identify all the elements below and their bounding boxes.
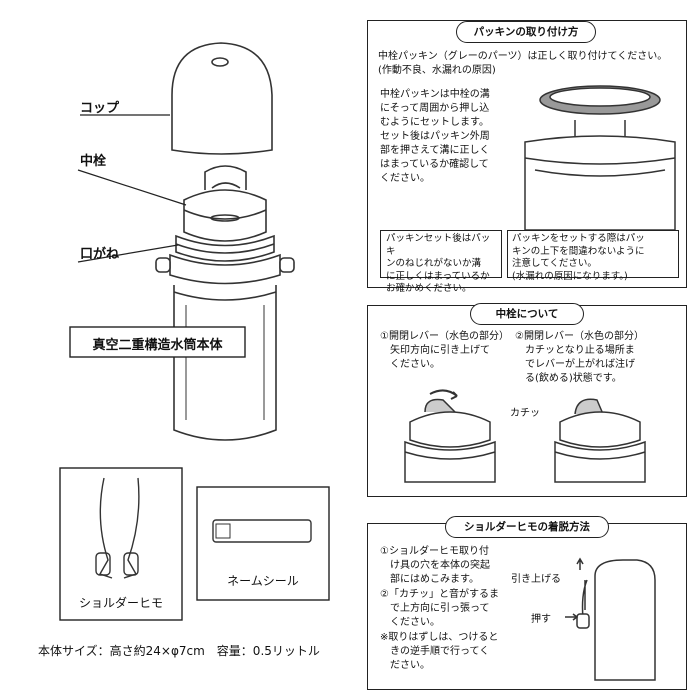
plug-step1: ①開閉レバー（水色の部分） 矢印方向に引き上げて ください。	[380, 330, 520, 372]
strap-title: ショルダーヒモの着脱方法	[445, 516, 609, 538]
body-label: 真空二重構造水筒本体	[70, 334, 245, 353]
inner-plug-shape	[205, 166, 246, 190]
plug-title: 中栓について	[470, 303, 584, 325]
packing-body: 中栓パッキンは中栓の溝 にそって周囲から押し込 むようにセットします。 セット後…	[380, 88, 520, 186]
plug-step2: ②開閉レバー（水色の部分） カチッとなり止る場所ま でレバーが上がれば注げ る(…	[515, 330, 680, 386]
plug-illustration-2	[545, 392, 655, 482]
push-label: 押す	[531, 610, 551, 625]
inner-plug-label: 中栓	[80, 150, 106, 169]
packing-note-right-text: パッキンをセットする際はパッ キンの上下を間違わないように 注意してください。 …	[512, 233, 676, 283]
name-seal-label: ネームシール	[197, 572, 329, 589]
packing-illustration	[515, 80, 685, 230]
cup-shape	[172, 43, 272, 154]
bottle-body-shape	[174, 285, 276, 440]
cup-label: コップ	[80, 97, 119, 116]
strap-step1: ①ショルダーヒモ取り付 け具の穴を本体の突起 部にはめこみます。	[380, 545, 520, 587]
packing-intro: 中栓パッキン（グレーのパーツ）は正しく取り付けてください。(作動不良、水漏れの原…	[378, 50, 680, 78]
strap-panel-label: ショルダーヒモ	[60, 594, 182, 611]
spec-text: 本体サイズ：高さ約24×φ7cm 容量：0.5リットル	[38, 642, 320, 659]
strap-step2: ②「カチッ」と音がするま で上方向に引っ張って ください。	[380, 588, 520, 630]
strap-note: ※取りはずしは、つけると きの逆手順で行ってく ださい。	[380, 631, 520, 673]
packing-note-left-text: パッキンセット後はパッキ ンのねじれがないか溝 に正しくはまっているか お確かめ…	[386, 233, 498, 296]
pull-label: 引き上げる	[511, 570, 561, 585]
plug-illustration-1	[395, 392, 505, 482]
click-label: カチッ	[510, 404, 540, 419]
packing-title: パッキンの取り付け方	[456, 21, 596, 43]
mouth-ring-label: 口がね	[80, 243, 119, 262]
